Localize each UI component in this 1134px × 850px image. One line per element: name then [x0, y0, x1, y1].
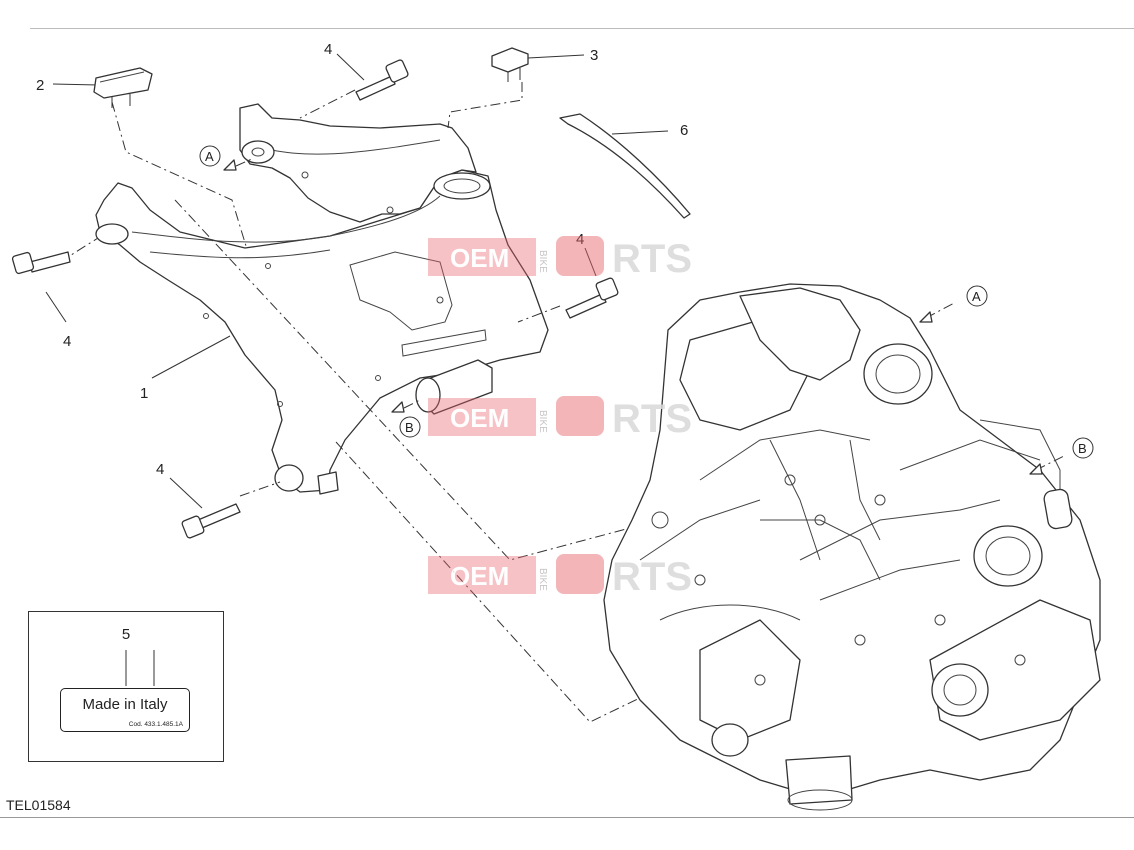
diagram-code: TEL01584	[6, 797, 71, 813]
ref-circle-a-engine: A	[966, 285, 988, 307]
callout-6: 6	[680, 122, 688, 139]
svg-text:RTS: RTS	[612, 555, 692, 599]
svg-text:OEM: OEM	[450, 243, 509, 273]
ref-circle-a-frame: A	[199, 145, 221, 167]
engine-reference-arrows	[223, 157, 1065, 475]
leader-lines	[45, 53, 669, 686]
bolt-top[interactable]	[355, 59, 409, 101]
svg-text:BIKE: BIKE	[537, 410, 548, 433]
bolt-left[interactable]	[11, 251, 71, 275]
watermark-middle: OEM BIKE RTS	[428, 396, 692, 441]
callout-1: 1	[140, 385, 148, 402]
made-in-italy-label-inset: 5 Made in Italy Cod. 433.1.485.1A	[28, 611, 224, 762]
svg-text:BIKE: BIKE	[537, 568, 548, 591]
bumper-part-2[interactable]	[93, 67, 153, 108]
callout-2: 2	[36, 77, 44, 94]
bottom-rule	[0, 817, 1134, 818]
bolt-bottom[interactable]	[181, 503, 241, 539]
bolt-right[interactable]	[565, 277, 619, 319]
callout-4-top: 4	[324, 41, 332, 58]
engine-assembly[interactable]	[603, 283, 1101, 811]
frame-part[interactable]	[95, 103, 549, 495]
svg-text:BIKE: BIKE	[537, 250, 548, 273]
ref-circle-b-frame: B	[399, 416, 421, 438]
bumper-part-3[interactable]	[491, 47, 529, 82]
callout-5: 5	[121, 626, 131, 643]
callout-4-right: 4	[576, 231, 584, 248]
callout-3: 3	[590, 47, 598, 64]
svg-text:A: A	[205, 149, 214, 164]
svg-text:A: A	[972, 289, 981, 304]
made-in-italy-sticker[interactable]: Made in Italy Cod. 433.1.485.1A	[60, 688, 190, 732]
callout-4-left: 4	[63, 333, 71, 350]
callout-4-bottom: 4	[156, 461, 164, 478]
top-rule	[30, 28, 1134, 29]
svg-text:OEM: OEM	[450, 561, 509, 591]
ref-circle-b-engine: B	[1072, 437, 1094, 459]
watermark-top: OEM BIKE RTS	[428, 236, 692, 281]
sticker-text: Made in Italy	[82, 696, 168, 713]
strip-part-6[interactable]	[559, 113, 691, 219]
svg-text:OEM: OEM	[450, 403, 509, 433]
svg-text:RTS: RTS	[612, 397, 692, 441]
sticker-code: Cod. 433.1.485.1A	[128, 721, 183, 728]
svg-text:RTS: RTS	[612, 237, 692, 281]
watermark-bottom: OEM BIKE RTS	[428, 554, 692, 599]
svg-text:B: B	[405, 420, 414, 435]
svg-text:B: B	[1078, 441, 1087, 456]
